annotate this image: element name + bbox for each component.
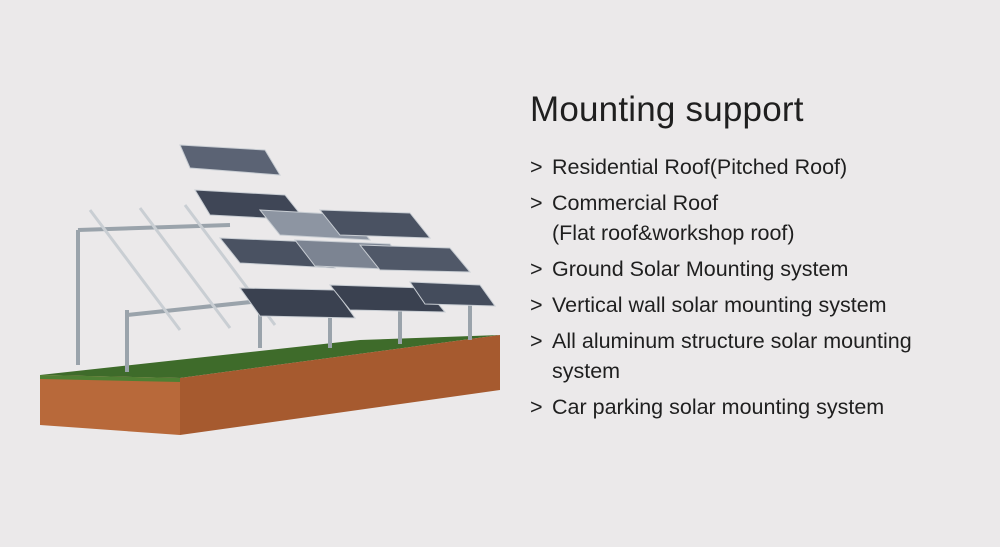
list-item-commercial-roof: > Commercial Roof (Flat roof&workshop ro… [530, 188, 980, 248]
solar-panel [409, 281, 496, 307]
solar-panel [318, 209, 432, 239]
list-marker: > [530, 155, 543, 179]
list-marker: > [530, 329, 543, 353]
list-item-label: Commercial Roof (Flat roof&workshop roof… [552, 191, 795, 245]
list-marker: > [530, 395, 543, 419]
list-item-label: Vertical wall solar mounting system [552, 293, 887, 317]
list-item-car-parking: > Car parking solar mounting system [530, 392, 980, 422]
list-marker: > [530, 293, 543, 317]
list-item-label: Car parking solar mounting system [552, 395, 885, 419]
sloped-rails [88, 204, 277, 331]
list-item-label: Ground Solar Mounting system [552, 257, 849, 281]
list-item-aluminum-structure: > All aluminum structure solar mounting … [530, 326, 980, 386]
list-item-label: All aluminum structure solar mounting sy… [552, 329, 912, 383]
list-marker: > [530, 257, 543, 281]
list-marker: > [530, 191, 543, 215]
ground-base [40, 335, 500, 435]
solar-panel [239, 287, 356, 319]
list-item-residential-roof: > Residential Roof(Pitched Roof) [530, 152, 980, 182]
solar-panel [358, 244, 472, 273]
list-item-ground-mounting: > Ground Solar Mounting system [530, 254, 980, 284]
text-panel: Mounting support > Residential Roof(Pitc… [530, 90, 980, 428]
list-item-label: Residential Roof(Pitched Roof) [552, 155, 848, 179]
list-item-vertical-wall: > Vertical wall solar mounting system [530, 290, 980, 320]
solar-mounting-illustration [40, 144, 500, 435]
solar-panel-top [179, 144, 281, 176]
solar-panels [179, 144, 496, 319]
page-title: Mounting support [530, 90, 804, 129]
mounting-types-list: > Residential Roof(Pitched Roof) > Comme… [530, 152, 980, 422]
